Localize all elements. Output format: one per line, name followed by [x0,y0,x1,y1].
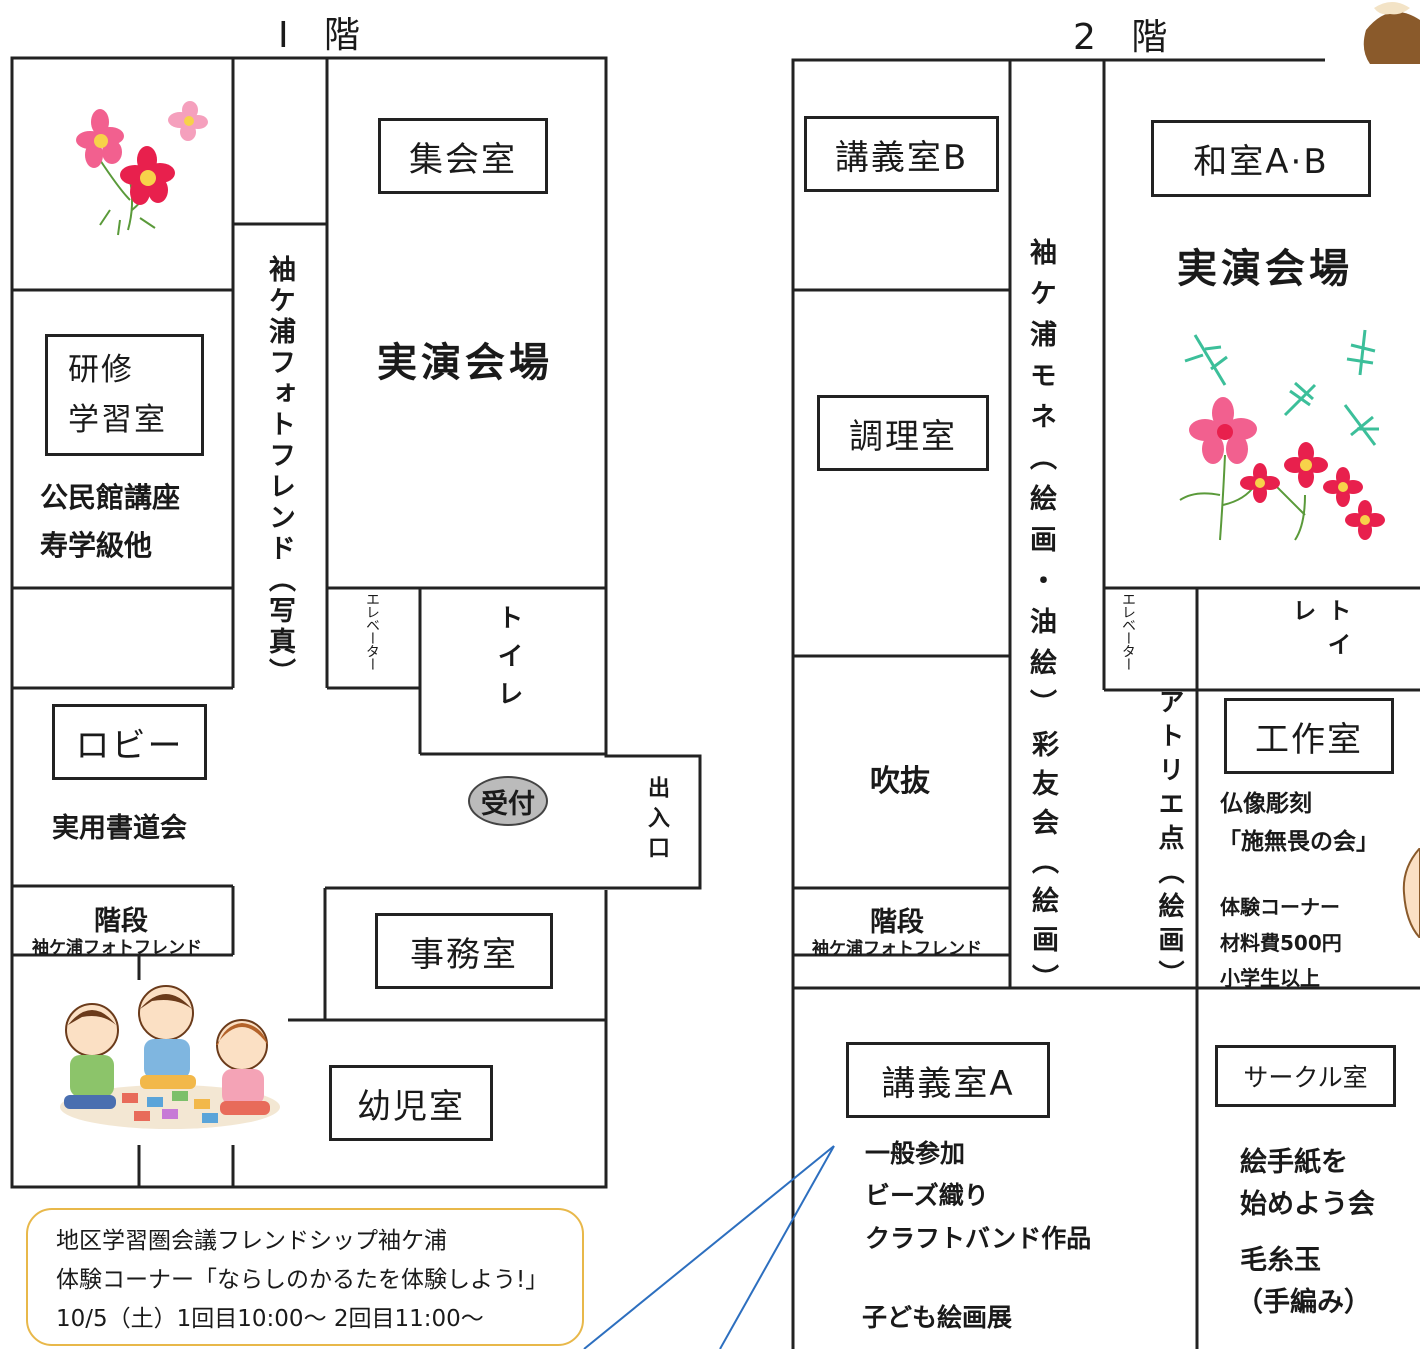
floor2-stairs-exhibit: 袖ケ浦フォトフレンド [812,939,982,959]
training-room-line2: 学習室 [68,402,167,438]
circle-room-sign: サークル室 [1215,1045,1396,1107]
workshop-line2: 「施無畏の会」 [1218,829,1379,855]
character-corner-icon [1363,2,1420,64]
floor1-stairs-exhibit: 袖ケ浦フォトフレンド [32,938,202,958]
floor2-toilet-label: トイレ [1288,598,1351,666]
workshop-line4: 材料費500円 [1220,931,1342,955]
monet-exhibit: 袖ケ浦モネ（絵画・油絵） [1025,238,1056,730]
workshop-line5: 小学生以上 [1220,966,1320,990]
floor2-stairs-label: 階段 [870,907,924,938]
children-karuta-icon [60,985,280,1129]
lecture-room-a-sign: 講義室A [846,1042,1050,1118]
floor1-stairs-label: 階段 [94,906,148,937]
callout-line3: 10/5（土）1回目10:00～ 2回目11:00～ [56,1306,484,1332]
circle-line3: 毛糸玉 [1240,1245,1321,1276]
floor2-elevator-label: エレベーター [1120,592,1136,670]
meeting-room-sign: 集会室 [378,118,548,194]
reception-label: 受付 [481,788,535,820]
shodo-label: 実用書道会 [52,813,187,844]
lecture-room-b-sign: 講義室B [804,116,999,192]
reception-badge: 受付 [468,776,548,826]
office-sign: 事務室 [375,913,553,989]
workshop-sign: 工作室 [1224,698,1394,774]
karuta-event-callout: 地区学習圏会議フレンドシップ袖ケ浦 体験コーナー「ならしのかるたを体験しよう!」… [26,1208,584,1346]
callout-line2: 体験コーナー「ならしのかるたを体験しよう!」 [56,1267,549,1293]
pointer-lines [583,1145,835,1349]
workshop-line3: 体験コーナー [1220,895,1340,919]
floor1-hall-label: 実演会場 [377,340,553,386]
workshop-line1: 仏像彫刻 [1220,791,1312,817]
floor2-hall-label: 実演会場 [1177,246,1353,292]
floor1-title: Ⅰ 階 [278,15,373,56]
cosmos-dragonfly-icon [1179,329,1385,541]
lecture-a-line3: クラフトバンド作品 [865,1224,1092,1253]
kotobuki-class-label: 寿学級他 [40,529,153,562]
callout-line1: 地区学習圏会議フレンドシップ袖ケ浦 [56,1228,447,1254]
cooking-room-sign: 調理室 [817,395,989,471]
washitsu-sign: 和室A·B [1151,120,1371,197]
atrium-label: 吹抜 [870,764,930,799]
circle-line4: （手編み） [1236,1287,1371,1318]
training-room-line1: 研修 [68,352,134,388]
entrance-label: 出入口 [644,776,669,866]
cosmos-flower-icon [76,101,208,236]
character-hand-icon [1402,848,1420,938]
lecture-a-line2: ビーズ織り [865,1181,989,1210]
floor1-elevator-label: エレベーター [364,592,380,670]
floor1-toilet-label: トイレ [493,604,523,718]
lobby-sign: ロビー [52,704,207,780]
lecture-a-line4: 子ども絵画展 [862,1303,1013,1332]
floor1-corridor-exhibit: 袖ケ浦フォトフレンド（写真） [264,255,295,689]
lecture-a-line1: 一般参加 [865,1139,966,1168]
saiyu-exhibit: 彩友会（絵画） [1027,730,1058,1003]
kominkan-course-label: 公民館講座 [40,481,181,514]
training-room-sign: 研修 学習室 [45,334,204,456]
floor2-title: 2 階 [1073,17,1180,58]
atelier-exhibit: アトリエ点（絵画） [1154,688,1184,994]
circle-line2: 始めよう会 [1240,1189,1375,1220]
kids-room-sign: 幼児室 [329,1065,493,1141]
circle-line1: 絵手紙を [1240,1147,1348,1178]
